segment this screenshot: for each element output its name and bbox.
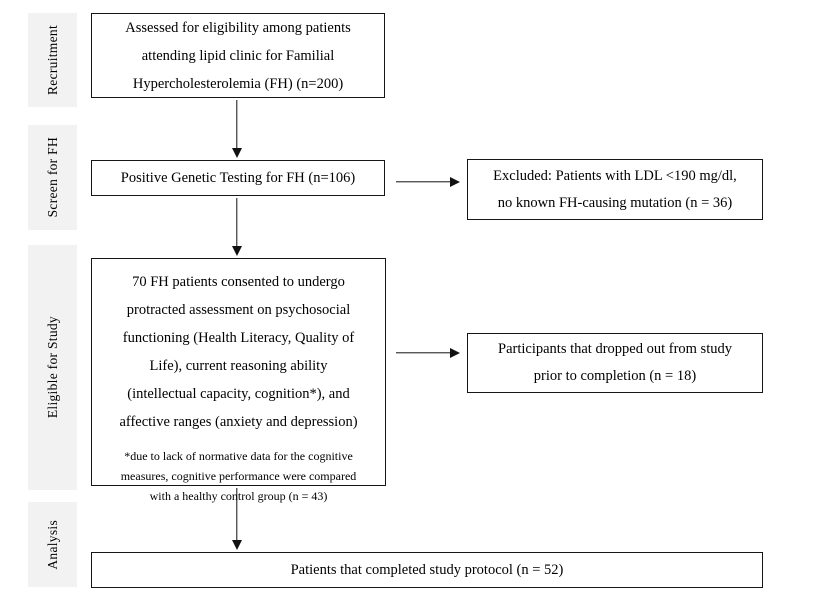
arrow-head [232,148,242,158]
stage-label-text: Analysis [44,519,60,570]
box-positive-genetic-testing: Positive Genetic Testing for FH (n=106) [91,160,385,196]
arrow-down-recruitment-to-screen-icon [230,100,244,158]
arrow-shaft [236,488,238,542]
stage-label-text: Screen for FH [44,137,60,218]
box-assessed-eligibility-text: Assessed for eligibility among patients … [125,19,351,92]
stage-label-eligible-for-study: Eligible for Study [28,245,77,490]
box-assessed-eligibility: Assessed for eligibility among patients … [91,13,385,98]
arrow-shaft [396,181,452,183]
box-positive-genetic-testing-text: Positive Genetic Testing for FH (n=106) [120,169,356,186]
arrow-right-to-excluded-icon [396,175,460,189]
arrow-down-eligible-to-analysis-icon [230,488,244,550]
box-dropped-out: Participants that dropped out from study… [467,333,763,393]
stage-label-text: Eligible for Study [44,316,60,419]
box-excluded-patients: Excluded: Patients with LDL <190 mg/dl, … [467,159,763,220]
arrow-head [232,246,242,256]
arrow-head [450,348,460,358]
box-consented-assessment-text: 70 FH patients consented to undergo prot… [119,274,358,430]
stage-label-recruitment: Recruitment [28,13,77,107]
arrow-shaft [396,352,452,354]
arrow-shaft [236,198,238,248]
stage-label-text: Recruitment [44,24,60,96]
box-completed-protocol-text: Patients that completed study protocol (… [290,561,564,578]
stage-label-analysis: Analysis [28,502,77,587]
arrow-head [450,177,460,187]
box-excluded-patients-text: Excluded: Patients with LDL <190 mg/dl, … [493,167,737,211]
box-completed-protocol: Patients that completed study protocol (… [91,552,763,588]
stage-label-screen-for-fh: Screen for FH [28,125,77,230]
arrow-right-to-dropped-out-icon [396,346,460,360]
box-dropped-out-text: Participants that dropped out from study… [498,341,732,384]
arrow-down-screen-to-eligible-icon [230,198,244,256]
arrow-shaft [236,100,238,150]
arrow-head [232,540,242,550]
box-consented-assessment: 70 FH patients consented to undergo prot… [91,258,386,503]
